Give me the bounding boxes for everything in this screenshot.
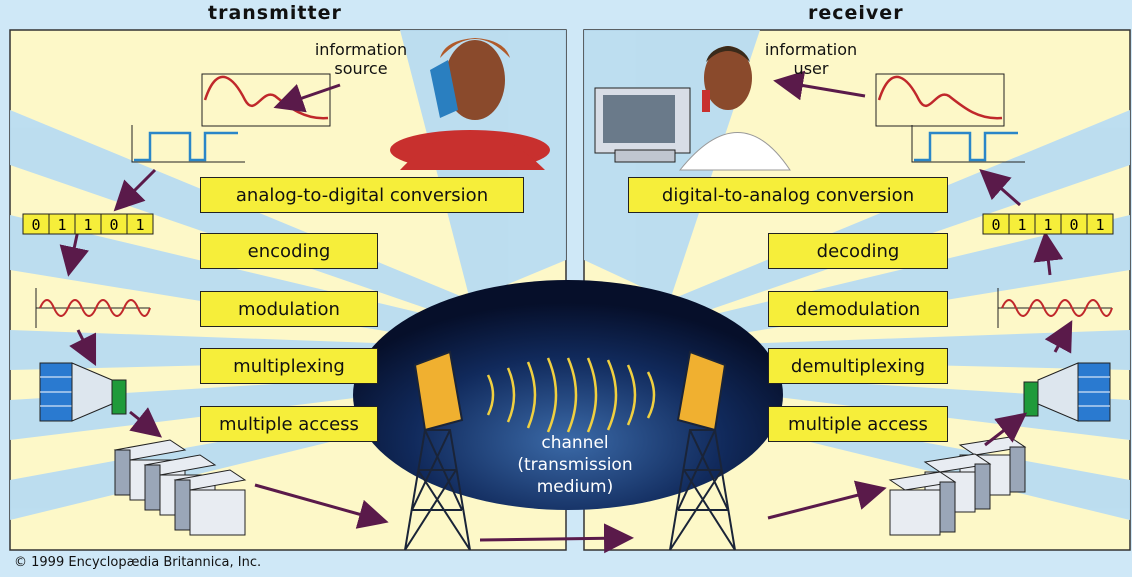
stage-decoding: decoding <box>768 233 948 269</box>
channel-line1: channel <box>541 433 609 453</box>
user-label-line1: information <box>764 40 858 59</box>
transmitter-bits: 0 1 1 0 1 <box>22 213 154 235</box>
channel-line3: medium) <box>536 477 614 497</box>
tx-bit-0: 0 <box>31 216 40 234</box>
information-user-person <box>594 46 791 171</box>
receiver-bits: 0 1 1 0 1 <box>982 213 1114 235</box>
radio-waves <box>486 357 656 433</box>
stage-modulation: modulation <box>200 291 378 327</box>
stage-multiplexing: multiplexing <box>200 348 378 384</box>
user-label-line2: user <box>793 59 829 78</box>
rx-bit-0: 0 <box>991 216 1000 234</box>
rx-bit-4: 1 <box>1095 216 1104 234</box>
stage-analog-to-digital: analog-to-digital conversion <box>200 177 524 213</box>
channel-line2: (transmission <box>517 455 633 475</box>
transmitter-servers <box>113 439 247 536</box>
channel-label: channel (transmission medium) <box>505 432 645 498</box>
receiver-tower <box>669 350 736 551</box>
copyright-notice: © 1999 Encyclopædia Britannica, Inc. <box>14 555 262 570</box>
stage-encoding: encoding <box>200 233 378 269</box>
transmitter-multiplexer <box>39 362 127 422</box>
source-label-line2: source <box>334 59 388 78</box>
stage-multiple-access-tx: multiple access <box>200 406 378 442</box>
transmitter-tower <box>404 350 471 551</box>
tx-bit-4: 1 <box>135 216 144 234</box>
information-source-person <box>390 38 550 170</box>
source-label-line1: information <box>314 40 408 59</box>
information-user-label: information user <box>746 40 876 78</box>
stage-demultiplexing: demultiplexing <box>768 348 948 384</box>
rx-bit-1: 1 <box>1017 216 1026 234</box>
transmitter-header: transmitter <box>208 2 342 24</box>
tx-bit-2: 1 <box>83 216 92 234</box>
stage-multiple-access-rx: multiple access <box>768 406 948 442</box>
tx-bit-1: 1 <box>57 216 66 234</box>
flow-arrows <box>59 70 1073 554</box>
rx-bit-2: 1 <box>1043 216 1052 234</box>
receiver-multiplexer <box>1023 362 1111 422</box>
rx-bit-3: 0 <box>1069 216 1078 234</box>
channel-ellipse <box>353 280 783 510</box>
tx-bit-3: 0 <box>109 216 118 234</box>
receiver-servers <box>888 436 1027 536</box>
receiver-header: receiver <box>808 2 904 24</box>
stage-digital-to-analog: digital-to-analog conversion <box>628 177 948 213</box>
information-source-label: information source <box>296 40 426 78</box>
stage-demodulation: demodulation <box>768 291 948 327</box>
